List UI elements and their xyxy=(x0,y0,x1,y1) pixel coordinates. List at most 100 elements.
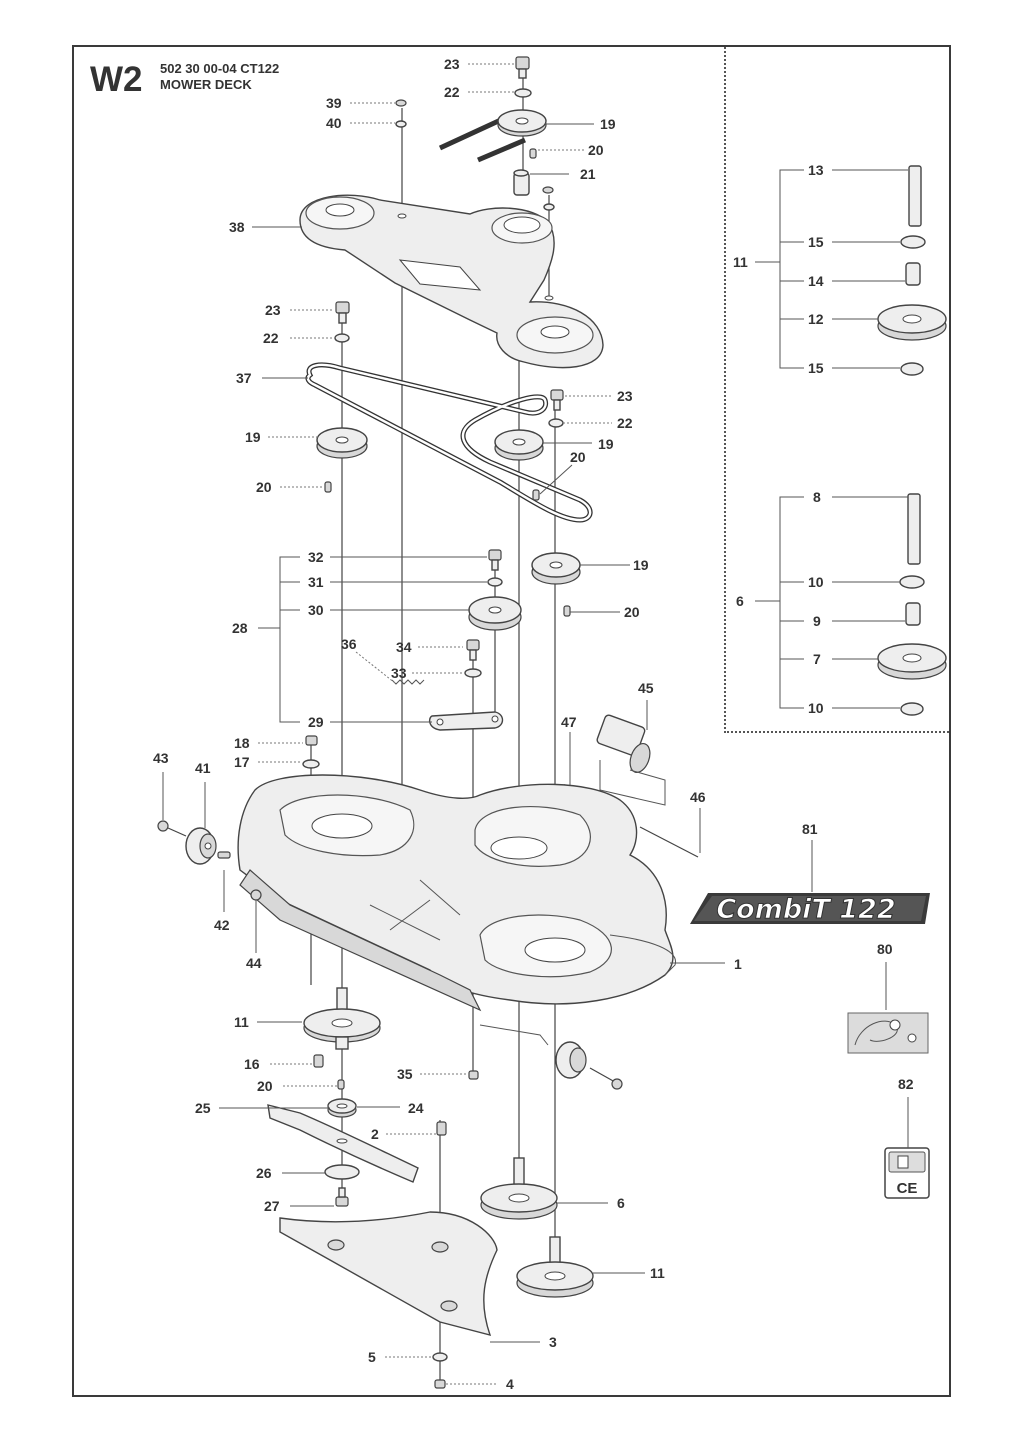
callout-39: 39 xyxy=(326,95,342,111)
blade-adapter xyxy=(327,1098,357,1118)
callout-4: 4 xyxy=(506,1376,514,1392)
left-pulley-key xyxy=(324,481,332,493)
baffle-bolt xyxy=(434,1379,446,1389)
deck-bolt xyxy=(305,735,318,746)
callout-2: 2 xyxy=(371,1126,379,1142)
top-washer xyxy=(514,88,532,98)
left-pulley-washer xyxy=(334,333,350,343)
callout-20: 20 xyxy=(588,142,604,158)
callout-35: 35 xyxy=(397,1066,413,1082)
inset-callout-13: 13 xyxy=(808,162,824,178)
left-wheel-nut xyxy=(250,889,262,901)
detail-inset-border xyxy=(724,47,949,733)
right-spindle xyxy=(516,1236,594,1298)
callout-47: 47 xyxy=(561,714,577,730)
callout-16: 16 xyxy=(244,1056,260,1072)
inset-callout-10: 10 xyxy=(808,700,824,716)
cover-washer xyxy=(395,120,407,128)
callout-17: 17 xyxy=(234,754,250,770)
sheet-border xyxy=(72,45,951,1397)
center-pulley-key xyxy=(532,489,540,501)
left-wheel-bolt xyxy=(157,820,187,837)
callout-28: 28 xyxy=(232,620,248,636)
callout-19: 19 xyxy=(598,436,614,452)
left-spindle xyxy=(303,987,381,1050)
callout-31: 31 xyxy=(308,574,324,590)
top-bolt xyxy=(515,56,530,79)
cutting-blade xyxy=(267,1104,419,1183)
callout-37: 37 xyxy=(236,370,252,386)
callout-23: 23 xyxy=(265,302,281,318)
baffle-washer xyxy=(432,1352,448,1362)
callout-46: 46 xyxy=(690,789,706,805)
inset-callout-15: 15 xyxy=(808,234,824,250)
callout-1: 1 xyxy=(734,956,742,972)
inset-callout-15: 15 xyxy=(808,360,824,376)
callout-6: 6 xyxy=(617,1195,625,1211)
callout-26: 26 xyxy=(256,1165,272,1181)
idler-washer xyxy=(487,577,503,587)
callout-3: 3 xyxy=(549,1334,557,1350)
spindle-key xyxy=(337,1079,345,1090)
idler-pulley xyxy=(468,596,522,631)
inset-callout-6: 6 xyxy=(736,593,744,609)
callout-19: 19 xyxy=(245,429,261,445)
callout-20: 20 xyxy=(570,449,586,465)
callout-41: 41 xyxy=(195,760,211,776)
ce-mark: CE xyxy=(897,1180,918,1197)
callout-18: 18 xyxy=(234,735,250,751)
right-pulley xyxy=(531,552,581,585)
inset-callout-14: 14 xyxy=(808,273,824,289)
idler-arm xyxy=(428,711,504,731)
callout-labels: 23 22 39 40 19 20 21 38 23 22 37 19 20 2… xyxy=(153,56,914,1392)
inset-callout-9: 9 xyxy=(813,613,821,629)
inset-bearing-upper-b xyxy=(900,362,924,376)
callout-45: 45 xyxy=(638,680,654,696)
center-spindle xyxy=(480,1157,558,1220)
inset-bearing-lower-a xyxy=(899,575,925,589)
inset-spacer-lower xyxy=(905,602,921,626)
callout-22: 22 xyxy=(444,84,460,100)
spindle-bolt xyxy=(313,1054,324,1068)
left-wheel-spacer xyxy=(217,851,231,859)
callout-40: 40 xyxy=(326,115,342,131)
callout-32: 32 xyxy=(308,549,324,565)
callout-23: 23 xyxy=(444,56,460,72)
drive-roller xyxy=(596,714,666,806)
callout-42: 42 xyxy=(214,917,230,933)
callout-36: 36 xyxy=(341,636,357,652)
callout-38: 38 xyxy=(229,219,245,235)
belt-routing-decal xyxy=(847,1012,929,1054)
right-gauge-wheel xyxy=(555,1041,623,1090)
callout-5: 5 xyxy=(368,1349,376,1365)
right-pulley-bolt xyxy=(550,389,564,411)
mower-deck xyxy=(237,774,676,1012)
callout-80: 80 xyxy=(877,941,893,957)
callout-20: 20 xyxy=(256,479,272,495)
center-bushing xyxy=(436,1121,447,1136)
belt-cover xyxy=(299,194,604,369)
callout-29: 29 xyxy=(308,714,324,730)
right-pulley-key xyxy=(563,605,571,617)
callout-25: 25 xyxy=(195,1100,211,1116)
left-pulley-bolt xyxy=(335,301,350,324)
inset-callout-7: 7 xyxy=(813,651,821,667)
idler-spring xyxy=(391,679,425,685)
top-pulley-with-belt xyxy=(438,109,547,163)
decal-text: CombiT 122 xyxy=(716,894,895,925)
callout-19: 19 xyxy=(633,557,649,573)
callout-21: 21 xyxy=(580,166,596,182)
callout-30: 30 xyxy=(308,602,324,618)
callout-22: 22 xyxy=(263,330,279,346)
idler-arm-bolt xyxy=(466,639,480,661)
callout-44: 44 xyxy=(246,955,262,971)
diagram-code: W2 xyxy=(90,60,143,99)
inset-bearing-lower-b xyxy=(900,702,924,716)
callout-24: 24 xyxy=(408,1100,424,1116)
deck-washer xyxy=(302,759,320,769)
callout-34: 34 xyxy=(396,639,412,655)
top-spacer xyxy=(513,169,530,196)
leader-lines xyxy=(162,63,909,1385)
